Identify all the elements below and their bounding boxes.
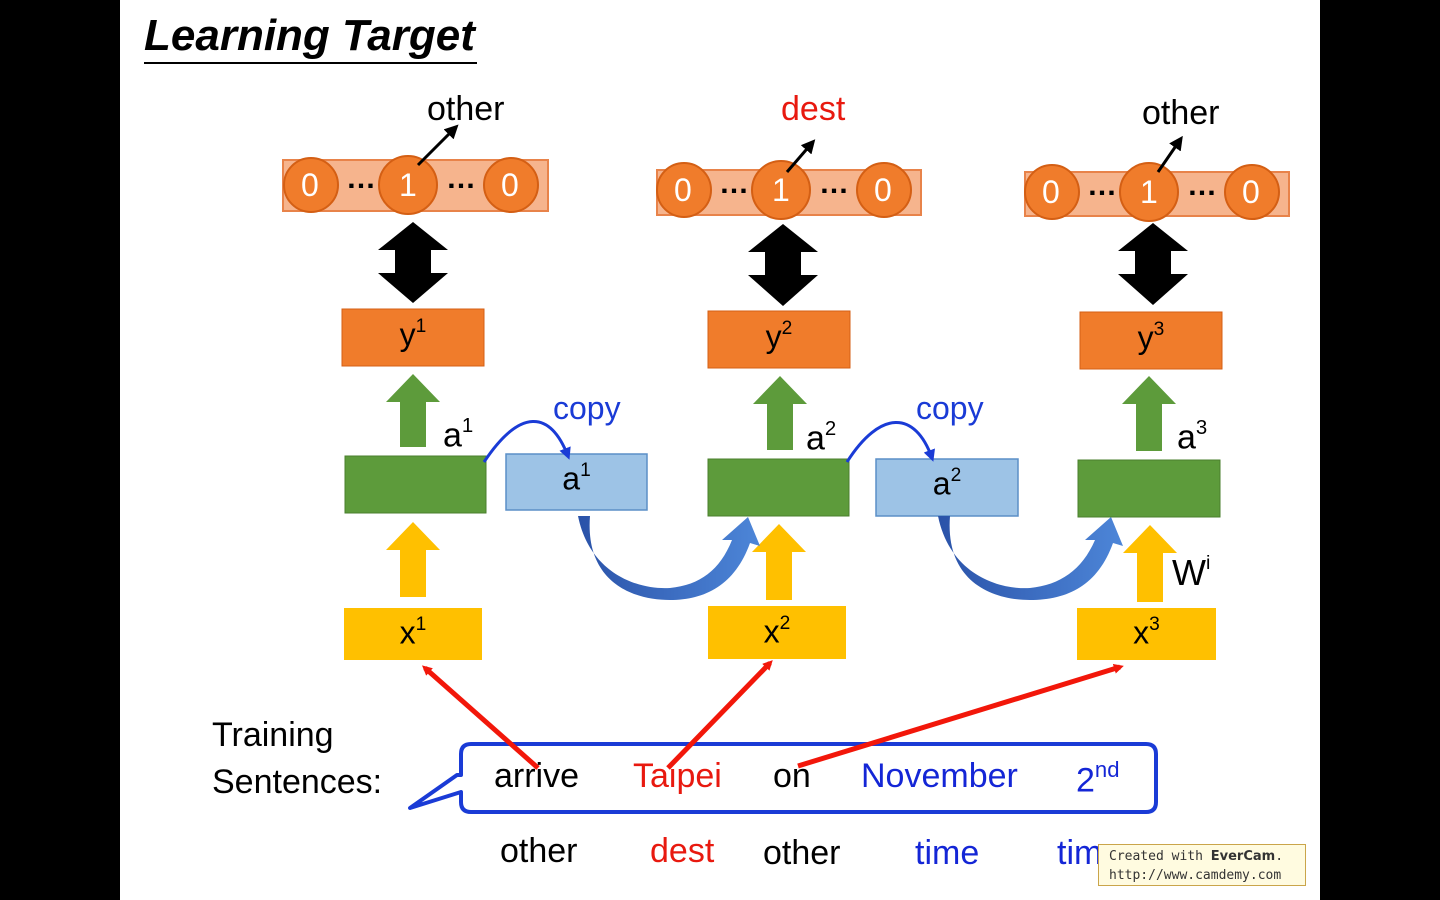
- slot-label-4: time: [915, 834, 980, 872]
- one-hot-zero-left-1: [283, 157, 339, 213]
- input-label-x3: x3: [1133, 614, 1160, 651]
- yellow-up-arrow-2: [752, 524, 806, 600]
- hidden-box-1: [344, 455, 487, 514]
- slot-label-3: other: [763, 834, 841, 872]
- one-hot-zero-left-2: [656, 162, 712, 218]
- slide: Learning Target other dest other 0 … 1 ……: [120, 0, 1320, 900]
- copy-arrow-1: [482, 420, 571, 463]
- step-1: [282, 124, 549, 660]
- double-arrow-2: [748, 224, 818, 306]
- memory-box-1: [505, 453, 648, 511]
- output-box-y2: [707, 310, 851, 369]
- red-arrow-arrive-x1: [422, 665, 540, 770]
- output-class-3: other: [1142, 94, 1220, 132]
- one-hot-ellipsis: …: [719, 167, 749, 200]
- memory-box-2: [875, 458, 1019, 517]
- step-2: [656, 139, 922, 659]
- one-hot-pointer-3: [1156, 135, 1183, 173]
- watermark-line-2: http://www.camdemy.com: [1109, 868, 1282, 883]
- one-hot-digit: 0: [674, 172, 692, 208]
- slide-title: Learning Target: [144, 10, 477, 64]
- input-box-x3: [1077, 608, 1216, 660]
- red-arrow-on-x3: [797, 663, 1124, 769]
- output-box-y1: [341, 308, 485, 367]
- hidden-label-a2: a2: [806, 418, 837, 458]
- output-class-2: dest: [781, 90, 846, 128]
- one-hot-digit: 1: [1140, 174, 1158, 210]
- one-hot-digit: 0: [874, 172, 892, 208]
- input-box-x1: [344, 608, 482, 660]
- sentence-word-arrive: arrive: [494, 757, 580, 795]
- one-hot-digit: 0: [501, 167, 519, 203]
- yellow-up-arrow-3: [1123, 525, 1177, 602]
- sentence-bubble: [408, 742, 1158, 814]
- memory-label-a2: a2: [932, 465, 962, 502]
- one-hot-ellipsis: …: [1087, 169, 1117, 202]
- one-hot-pointer-1: [416, 124, 459, 167]
- copy-arrow-2: [845, 421, 935, 463]
- one-hot-one-2: [751, 160, 811, 220]
- output-label-y3: y3: [1137, 319, 1165, 356]
- green-up-arrow-2: [753, 376, 807, 450]
- evercam-watermark[interactable]: Created with EverCam. http://www.camdemy…: [1098, 844, 1306, 886]
- step-3: [1024, 135, 1290, 660]
- feed-arrow-2: [938, 516, 1123, 600]
- input-box-x2: [708, 606, 846, 659]
- one-hot-zero-right-1: [483, 157, 539, 213]
- one-hot-pointer-2: [785, 139, 816, 173]
- green-up-arrow-3: [1122, 376, 1176, 451]
- double-arrow-1: [378, 222, 448, 303]
- watermark-line-1: Created with EverCam.: [1109, 849, 1284, 864]
- one-hot-digit: 1: [399, 167, 417, 203]
- one-hot-ellipsis: …: [1187, 169, 1217, 202]
- one-hot-ellipsis: …: [446, 162, 476, 195]
- one-hot-zero-left-3: [1024, 164, 1080, 220]
- input-label-x2: x2: [763, 613, 791, 650]
- weight-label: Wi: [1172, 552, 1211, 593]
- yellow-up-arrow-1: [386, 522, 440, 597]
- output-label-y2: y2: [765, 318, 793, 355]
- red-arrow-taipei-x2: [666, 660, 773, 770]
- output-class-1: other: [427, 90, 505, 128]
- one-hot-one-3: [1119, 162, 1179, 222]
- sentence-word-taipei: Taipei: [633, 757, 722, 795]
- one-hot-ellipsis: …: [346, 162, 376, 195]
- slot-label-2: dest: [650, 832, 715, 870]
- one-hot-digit: 1: [772, 172, 790, 208]
- training-sentences-label: Training Sentences:: [212, 712, 382, 806]
- green-up-arrow-1: [386, 374, 440, 447]
- output-box-y3: [1079, 311, 1223, 370]
- copy-label-1: copy: [553, 390, 621, 426]
- slot-label-1: other: [500, 832, 578, 870]
- rnn-diagram: [282, 124, 1290, 814]
- one-hot-digit: 0: [301, 167, 319, 203]
- sentence-word-2nd: 2nd: [1076, 757, 1120, 800]
- sentence-word-november: November: [861, 757, 1018, 795]
- memory-label-a1: a1: [562, 460, 591, 497]
- one-hot-zero-right-3: [1224, 164, 1280, 220]
- hidden-box-3: [1077, 459, 1221, 518]
- one-hot-ellipsis: …: [819, 167, 849, 200]
- one-hot-zero-right-2: [856, 162, 912, 218]
- hidden-label-a3: a3: [1177, 417, 1208, 457]
- sentence-word-on: on: [773, 757, 811, 795]
- one-hot-digit: 0: [1042, 174, 1060, 210]
- input-label-x1: x1: [399, 614, 427, 651]
- hidden-label-a1: a1: [443, 415, 474, 455]
- copy-label-2: copy: [916, 390, 984, 426]
- hidden-box-2: [707, 458, 850, 517]
- double-arrow-3: [1118, 223, 1188, 305]
- feed-arrow-1: [578, 516, 760, 600]
- one-hot-one-1: [378, 155, 438, 215]
- training-label-line: Sentences:: [212, 763, 383, 801]
- output-label-y1: y1: [399, 316, 427, 353]
- training-label-line: Training: [212, 716, 334, 754]
- one-hot-digit: 0: [1242, 174, 1260, 210]
